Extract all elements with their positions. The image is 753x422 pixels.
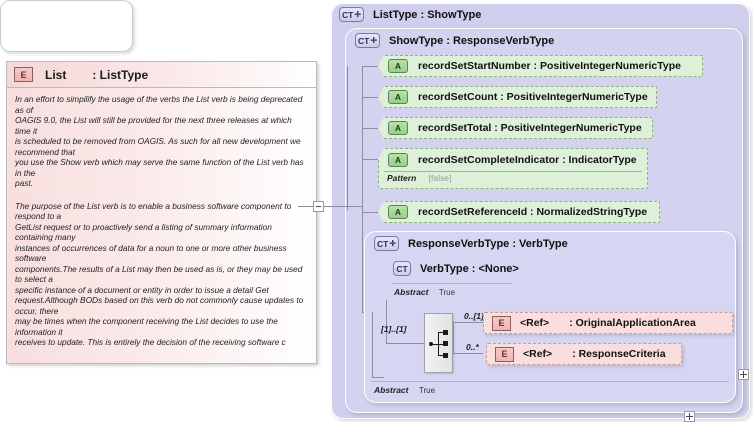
attribute-icon: A xyxy=(388,205,408,219)
attribute-label: recordSetReferenceId : NormalizedStringT… xyxy=(418,206,648,218)
listtype-header[interactable]: CT✛ ListType : ShowType xyxy=(339,7,481,22)
cardinality-label: 0..[1] xyxy=(464,311,484,321)
connector-line xyxy=(453,322,454,353)
facet-divider xyxy=(384,171,642,172)
complextype-icon: CT xyxy=(393,261,411,276)
showtype-header[interactable]: CT✛ ShowType : ResponseVerbType xyxy=(355,33,554,48)
responseverbtype-label: ResponseVerbType : VerbType xyxy=(408,237,568,250)
element-type-label: : ListType xyxy=(92,67,149,82)
facet-row: Pattern [false] xyxy=(387,173,451,183)
responseverbtype-abstract-row: Abstract True xyxy=(374,385,435,395)
tree-trunk-inner2 xyxy=(372,312,373,377)
attribute-row[interactable]: A recordSetTotal : PositiveIntegerNumeri… xyxy=(378,117,653,139)
documentation-panel: E List : ListType In an effort to simpil… xyxy=(6,61,317,364)
verbtype-abstract-row: Abstract True xyxy=(394,287,455,297)
documentation-header: E List : ListType xyxy=(7,62,316,88)
tree-branch-inner2 xyxy=(372,377,384,378)
attribute-row[interactable]: A recordSetStartNumber : PositiveInteger… xyxy=(378,55,703,77)
abstract-divider xyxy=(371,381,729,382)
element-icon: E xyxy=(14,67,33,82)
attribute-icon: A xyxy=(388,121,408,135)
abstract-label: Abstract xyxy=(394,287,429,297)
tree-branch xyxy=(362,128,378,129)
element-ref-name: <Ref> xyxy=(520,317,550,329)
element-icon: E xyxy=(495,346,514,362)
attribute-label: recordSetTotal : PositiveIntegerNumericT… xyxy=(418,122,642,134)
collapse-toggle-button[interactable] xyxy=(313,201,324,212)
cardinality-label: [1]..[1] xyxy=(381,324,407,334)
element-ref-row[interactable]: E <Ref> : OriginalApplicationArea xyxy=(483,312,733,334)
connector-line xyxy=(298,206,314,207)
showtype-label: ShowType : ResponseVerbType xyxy=(389,34,555,47)
element-ref-type: : OriginalApplicationArea xyxy=(569,317,696,329)
complextype-plus-icon: CT✛ xyxy=(355,33,380,48)
tree-branch-inner xyxy=(386,343,424,344)
attribute-row-with-facet[interactable]: A recordSetCompleteIndicator : Indicator… xyxy=(378,148,648,189)
tree-trunk xyxy=(362,66,363,212)
verbtype-header[interactable]: CT VerbType : <None> xyxy=(393,261,519,276)
tree-branch xyxy=(362,159,378,160)
tree-branch-outer xyxy=(331,206,363,207)
tree-branch xyxy=(362,66,378,67)
responseverbtype-header[interactable]: CT✛ ResponseVerbType : VerbType xyxy=(374,236,568,251)
page-title: List xyxy=(45,67,67,82)
facet-value: [false] xyxy=(428,173,452,183)
tree-trunk xyxy=(362,212,363,312)
element-ref-row[interactable]: E <Ref> : ResponseCriteria xyxy=(486,343,682,365)
abstract-value: True xyxy=(418,386,436,395)
verbtype-divider xyxy=(392,283,512,284)
complextype-plus-icon: CT✛ xyxy=(374,236,399,251)
element-ref-type: : ResponseCriteria xyxy=(572,348,666,360)
documentation-text-1: In an effort to simpilify the usage of t… xyxy=(15,94,304,188)
attribute-icon: A xyxy=(388,153,408,167)
tree-branch xyxy=(362,97,378,98)
attribute-label: recordSetStartNumber : PositiveIntegerNu… xyxy=(418,60,681,72)
attribute-row[interactable]: A recordSetCount : PositiveIntegerNumeri… xyxy=(378,86,657,108)
documentation-text-2: The purpose of the List verb is to enabl… xyxy=(15,200,304,348)
expand-ref-button[interactable] xyxy=(684,411,695,422)
attribute-row[interactable]: A recordSetReferenceId : NormalizedStrin… xyxy=(378,201,660,223)
element-ref-name: <Ref> xyxy=(523,348,553,360)
connector-line xyxy=(453,322,483,323)
attribute-label: recordSetCount : PositiveIntegerNumericT… xyxy=(418,91,648,103)
abstract-value: True xyxy=(438,288,456,297)
expand-ref-button[interactable] xyxy=(738,369,749,380)
facet-name: Pattern xyxy=(387,173,417,183)
tree-trunk-inner xyxy=(386,300,387,344)
cardinality-label: 0..* xyxy=(466,342,479,352)
listtype-label: ListType : ShowType xyxy=(373,8,482,21)
tree-branch xyxy=(362,212,378,213)
attribute-icon: A xyxy=(388,59,408,73)
sequence-compositor-icon[interactable] xyxy=(424,313,453,373)
connector-line xyxy=(453,353,483,354)
attribute-label: recordSetCompleteIndicator : IndicatorTy… xyxy=(418,154,637,166)
element-icon: E xyxy=(492,315,511,331)
verbtype-box xyxy=(0,0,133,52)
connector-line xyxy=(324,206,333,207)
abstract-label: Abstract xyxy=(374,385,409,395)
complextype-plus-icon: CT✛ xyxy=(339,7,364,22)
attribute-icon: A xyxy=(388,90,408,104)
verbtype-label: VerbType : <None> xyxy=(420,262,519,275)
tree-trunk-outer xyxy=(347,66,348,210)
